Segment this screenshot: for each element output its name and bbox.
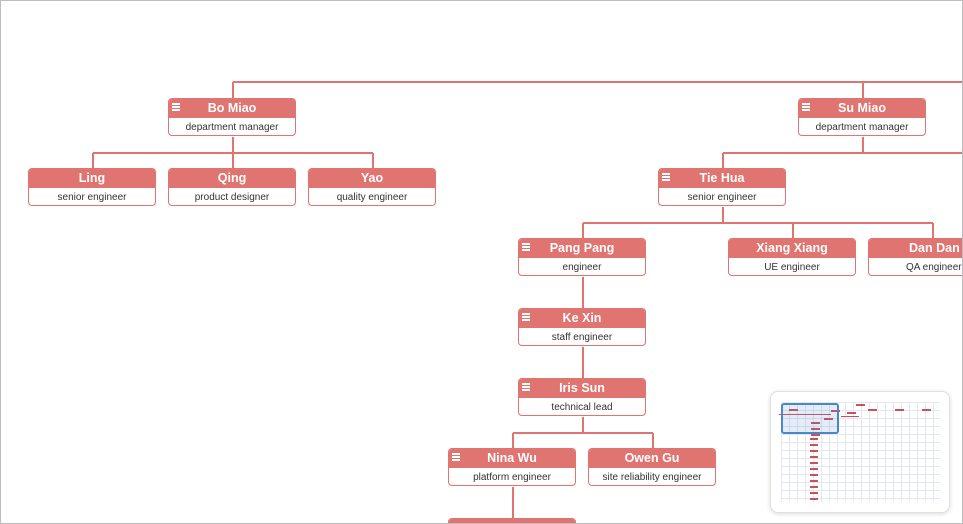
org-node-qing[interactable]: Qing product designer [168, 168, 296, 206]
org-node-pang-pang[interactable]: Pang Pang engineer [518, 238, 646, 276]
hamburger-menu-icon[interactable] [522, 243, 530, 252]
org-node-ke-xin[interactable]: Ke Xin staff engineer [518, 308, 646, 346]
hamburger-menu-icon[interactable] [452, 453, 460, 462]
hamburger-menu-icon[interactable] [522, 313, 530, 322]
org-node-xiang-xiang[interactable]: Xiang Xiang UE engineer [728, 238, 856, 276]
node-title: senior engineer [57, 192, 127, 203]
org-node-su-miao[interactable]: Su Miao department manager [798, 98, 926, 136]
minimap-grid [781, 402, 940, 502]
node-title: senior engineer [687, 192, 757, 203]
node-name: Bo Miao [207, 101, 257, 115]
org-node-yao[interactable]: Yao quality engineer [308, 168, 436, 206]
minimap-edge [841, 416, 859, 417]
minimap-column [812, 438, 818, 500]
node-name: Qing [217, 171, 247, 185]
hamburger-menu-icon[interactable] [802, 103, 810, 112]
org-node-partial[interactable] [448, 518, 576, 523]
hamburger-menu-icon[interactable] [172, 103, 180, 112]
org-node-dan-dan[interactable]: Dan Dan QA engineer [868, 238, 962, 276]
node-name: Pang Pang [549, 241, 615, 255]
node-name: Owen Gu [624, 451, 680, 465]
minimap-node [811, 434, 820, 436]
org-node-nina-wu[interactable]: Nina Wu platform engineer [448, 448, 576, 486]
node-title: department manager [185, 122, 279, 133]
node-name: Yao [360, 171, 384, 185]
node-title: site reliability engineer [602, 472, 702, 483]
node-title: technical lead [551, 402, 613, 413]
node-name: Tie Hua [699, 171, 745, 185]
minimap-node [847, 412, 856, 414]
node-title: platform engineer [473, 472, 551, 483]
node-title: UE engineer [764, 262, 820, 273]
node-name: Ling [78, 171, 106, 185]
org-node-tie-hua[interactable]: Tie Hua senior engineer [658, 168, 786, 206]
minimap-node [789, 409, 798, 411]
org-node-iris-sun[interactable]: Iris Sun technical lead [518, 378, 646, 416]
minimap-column [810, 438, 812, 500]
org-node-bo-miao[interactable]: Bo Miao department manager [168, 98, 296, 136]
node-title: engineer [562, 262, 602, 273]
hamburger-menu-icon[interactable] [662, 173, 670, 182]
minimap-viewport[interactable] [781, 403, 839, 434]
hamburger-menu-icon[interactable] [522, 383, 530, 392]
node-title: department manager [815, 122, 909, 133]
org-node-ling[interactable]: Ling senior engineer [28, 168, 156, 206]
node-name: Xiang Xiang [756, 241, 828, 255]
minimap-node [811, 422, 820, 424]
node-name: Dan Dan [909, 241, 960, 255]
minimap-node [895, 409, 904, 411]
node-title: product designer [194, 192, 270, 203]
minimap-node [856, 404, 865, 406]
org-node-owen-gu[interactable]: Owen Gu site reliability engineer [588, 448, 716, 486]
minimap-panel[interactable] [770, 391, 950, 513]
node-title: quality engineer [336, 192, 408, 203]
minimap-node [824, 418, 833, 420]
node-name: Su Miao [838, 101, 886, 115]
minimap-node [922, 409, 931, 411]
minimap-node [868, 409, 877, 411]
node-title: QA engineer [906, 262, 962, 273]
minimap-edge [779, 414, 831, 415]
node-name: Nina Wu [487, 451, 537, 465]
node-title: staff engineer [551, 332, 613, 343]
node-name: Ke Xin [562, 311, 602, 325]
node-name: Iris Sun [559, 381, 605, 395]
minimap-node [811, 428, 820, 430]
minimap-node [831, 410, 840, 412]
